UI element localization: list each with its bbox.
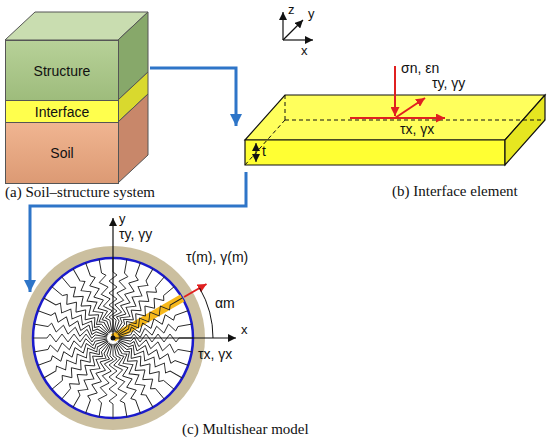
stress-label: τx, γx <box>198 346 232 363</box>
panel-caption: (a) Soil–structure system <box>5 183 155 201</box>
layer-name: Soil <box>50 145 73 161</box>
stress-label: τy, γy <box>432 75 465 92</box>
angle-label: αm <box>215 295 235 312</box>
stress-label: τy, γy <box>119 226 152 243</box>
axis-label: z <box>288 2 295 18</box>
axis-label: y <box>308 6 315 22</box>
axis-label: y <box>119 211 126 227</box>
axis-label: x <box>301 43 308 59</box>
layer-band: Interface <box>5 100 119 123</box>
layer-band: Structure <box>5 40 119 101</box>
stress-label: τx, γx <box>400 121 434 138</box>
stress-label: σn, εn <box>401 60 439 77</box>
spring-stress-label: τ(m), γ(m) <box>186 249 248 266</box>
layer-name: Interface <box>35 104 89 120</box>
thickness-label: t <box>262 143 266 160</box>
soil-structure-block <box>5 12 148 183</box>
layer-name: Structure <box>34 63 91 79</box>
layer-band: Soil <box>5 122 119 184</box>
panel-caption: (c) Multishear model <box>182 420 309 438</box>
axis-label: x <box>241 322 248 338</box>
panel-caption: (b) Interface element <box>392 182 518 200</box>
link-arrow <box>150 68 236 126</box>
